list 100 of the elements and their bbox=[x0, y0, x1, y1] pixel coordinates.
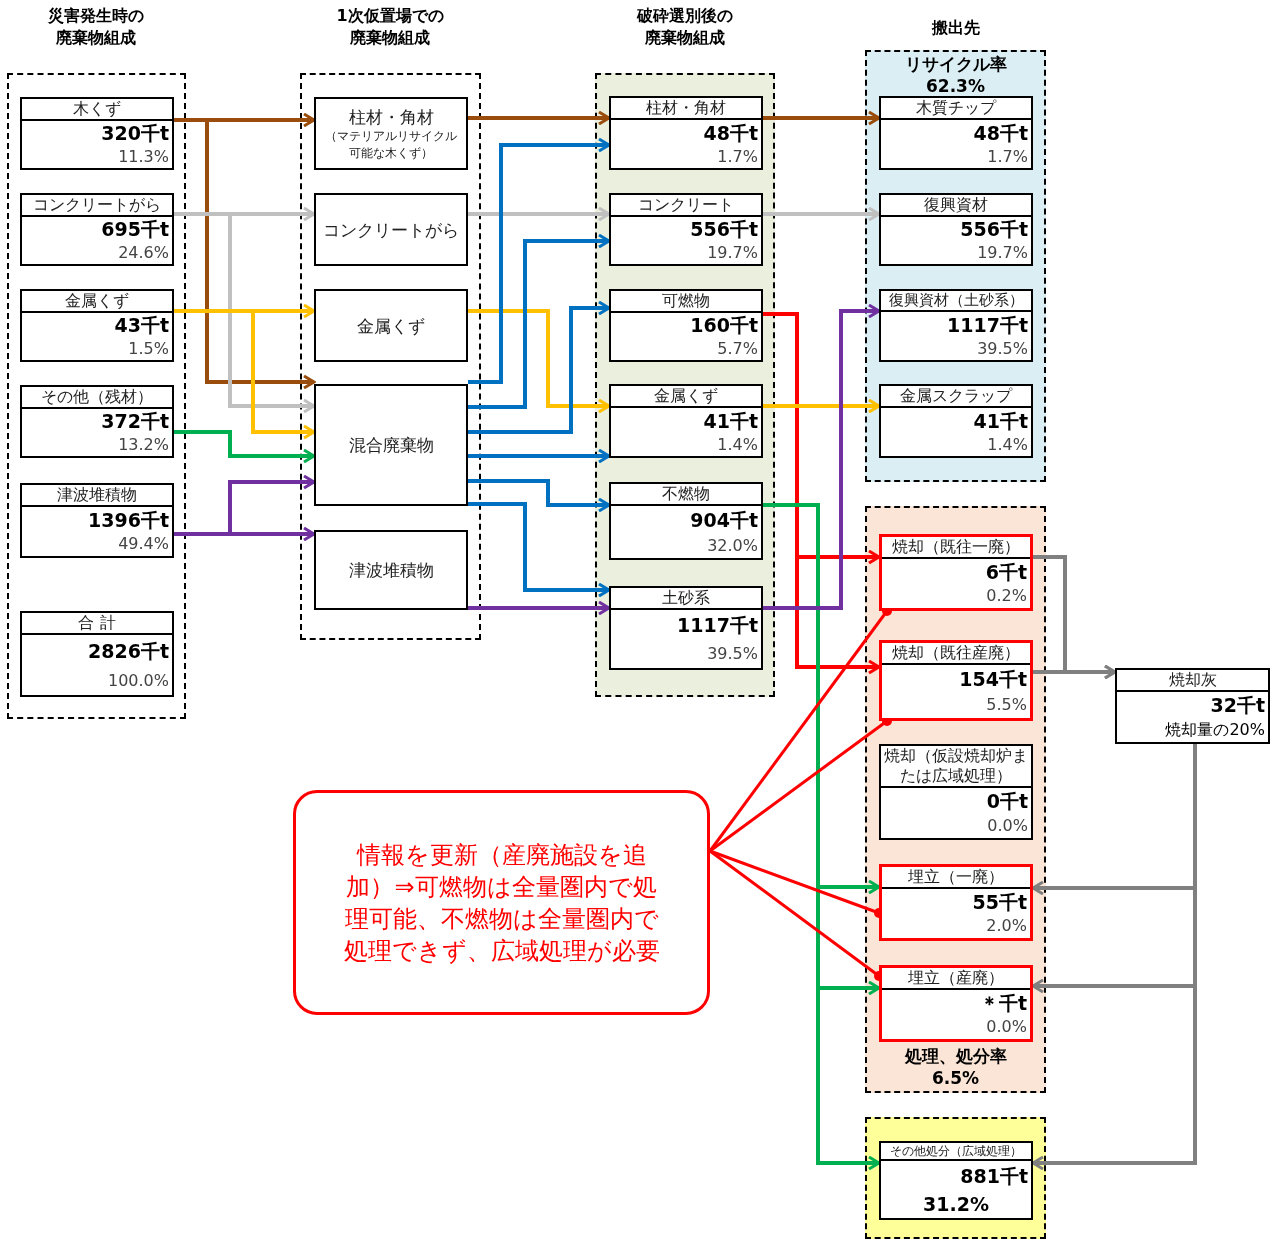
flow-arrow bbox=[468, 206, 611, 222]
flow-arrow bbox=[763, 110, 881, 126]
data-box bbox=[879, 744, 1033, 840]
amount-value: ＊千t bbox=[978, 991, 1027, 1014]
percentage: 11.3% bbox=[117, 146, 169, 167]
process-box bbox=[314, 384, 468, 506]
amount-value: 904千t bbox=[689, 508, 758, 531]
process-box bbox=[314, 97, 468, 170]
flow-arrow bbox=[468, 300, 611, 434]
data-box bbox=[609, 193, 763, 266]
flow-arrow bbox=[468, 600, 611, 616]
data-box bbox=[609, 289, 763, 362]
percentage: 0.0% bbox=[986, 816, 1028, 836]
data-box bbox=[20, 385, 174, 458]
box-title: 焼却灰 bbox=[1117, 670, 1268, 692]
highlighted-data-box bbox=[879, 534, 1033, 611]
flow-arrow bbox=[468, 309, 611, 414]
data-box bbox=[609, 384, 763, 458]
amount-value: 556千t bbox=[689, 218, 758, 241]
box-title: 焼却（既往一廃） bbox=[882, 537, 1030, 559]
amount-value: 556千t bbox=[959, 218, 1028, 241]
data-box bbox=[20, 483, 174, 558]
percentage: 31.2% bbox=[922, 1194, 990, 1215]
flow-arrow bbox=[1033, 664, 1117, 680]
amount-value: 320千t bbox=[100, 122, 169, 145]
amount-value: 48千t bbox=[702, 121, 758, 144]
flow-arrow bbox=[468, 110, 611, 126]
column-heading: 1次仮置場での廃棄物組成 bbox=[335, 5, 445, 49]
percentage: 0.2% bbox=[985, 586, 1027, 607]
box-title: 土砂系 bbox=[611, 588, 761, 610]
amount-value: 32千t bbox=[1209, 694, 1265, 716]
box-title: その他（残材） bbox=[22, 387, 172, 409]
box-label: 混合廃棄物 bbox=[348, 434, 434, 456]
box-title: 埋立（産廃） bbox=[882, 968, 1030, 990]
percentage: 32.0% bbox=[706, 535, 758, 556]
box-title: 不燃物 bbox=[611, 484, 761, 506]
box-title: 埋立（一廃） bbox=[882, 867, 1030, 889]
rate-heading: 62.3% bbox=[925, 75, 986, 97]
highlighted-data-box bbox=[879, 640, 1033, 721]
flow-arrow bbox=[468, 479, 611, 513]
box-label: 津波堆積物 bbox=[348, 559, 434, 581]
highlighted-data-box bbox=[879, 965, 1033, 1042]
data-box bbox=[879, 289, 1033, 362]
flow-arrow bbox=[468, 448, 611, 464]
percentage: 100.0% bbox=[107, 670, 169, 691]
amount-value: 0千t bbox=[985, 790, 1028, 812]
data-box bbox=[20, 193, 174, 266]
percentage: 2.0% bbox=[985, 916, 1027, 937]
amount-value: 881千t bbox=[959, 1164, 1028, 1187]
flow-arrow bbox=[468, 137, 611, 384]
data-box bbox=[1115, 668, 1270, 744]
box-label: 金属くず bbox=[357, 314, 425, 337]
dashed-group-frame bbox=[595, 73, 775, 697]
box-title: 津波堆積物 bbox=[22, 485, 172, 507]
percentage: 39.5% bbox=[976, 338, 1028, 359]
process-box bbox=[314, 530, 468, 610]
amount-value: 2826千t bbox=[87, 639, 169, 662]
amount-value: 1117千t bbox=[676, 614, 758, 636]
data-box bbox=[879, 1141, 1033, 1220]
flow-arrow bbox=[174, 430, 316, 464]
box-title: 復興資材 bbox=[881, 195, 1031, 217]
rate-heading: 6.5% bbox=[930, 1067, 981, 1089]
box-title: 金属くず bbox=[22, 291, 172, 313]
box-title: 柱材・角材 bbox=[611, 98, 761, 120]
amount-value: 1396千t bbox=[87, 508, 169, 531]
amount-value: 48千t bbox=[972, 121, 1028, 144]
percentage: 13.2% bbox=[117, 434, 169, 455]
amount-value: 160千t bbox=[689, 314, 758, 337]
data-box bbox=[20, 289, 174, 362]
process-box bbox=[314, 289, 468, 362]
amount-value: 372千t bbox=[100, 410, 169, 433]
dashed-group-frame bbox=[300, 73, 481, 640]
data-box bbox=[879, 193, 1033, 266]
amount-value: 43千t bbox=[113, 314, 169, 337]
amount-value: 41千t bbox=[972, 409, 1028, 432]
rate-heading: リサイクル率 bbox=[903, 53, 1008, 75]
data-box bbox=[609, 586, 763, 670]
amount-value: 55千t bbox=[971, 890, 1027, 913]
percentage: 49.4% bbox=[117, 534, 169, 555]
box-title: コンクリートがら bbox=[22, 195, 172, 217]
percentage: 19.7% bbox=[706, 242, 758, 263]
percentage: 焼却量の20% bbox=[1164, 720, 1265, 740]
amount-value: 154千t bbox=[958, 667, 1027, 690]
dashed-group-frame bbox=[865, 506, 1046, 1093]
process-box bbox=[314, 193, 468, 266]
callout-text: 情報を更新（産廃施設を追加）⇒可燃物は全量圏内で処理可能、不燃物は全量圏内で処理できず、広域処理が必要 bbox=[342, 839, 661, 967]
flow-arrow bbox=[468, 502, 611, 598]
flow-arrow bbox=[468, 233, 611, 409]
box-title: コンクリート bbox=[611, 195, 761, 217]
column-heading: 搬出先 bbox=[930, 17, 981, 39]
rate-heading: 処理、処分率 bbox=[903, 1045, 1008, 1067]
dashed-group-frame bbox=[7, 73, 186, 719]
percentage: 1.5% bbox=[127, 338, 169, 359]
amount-value: 6千t bbox=[984, 560, 1027, 583]
percentage: 39.5% bbox=[706, 644, 758, 664]
box-label: 柱材・角材 bbox=[348, 105, 434, 128]
column-heading: 災害発生時の廃棄物組成 bbox=[47, 5, 145, 49]
data-box bbox=[879, 384, 1033, 458]
box-label: コンクリートがら bbox=[323, 218, 459, 241]
dashed-group-frame bbox=[865, 50, 1046, 482]
